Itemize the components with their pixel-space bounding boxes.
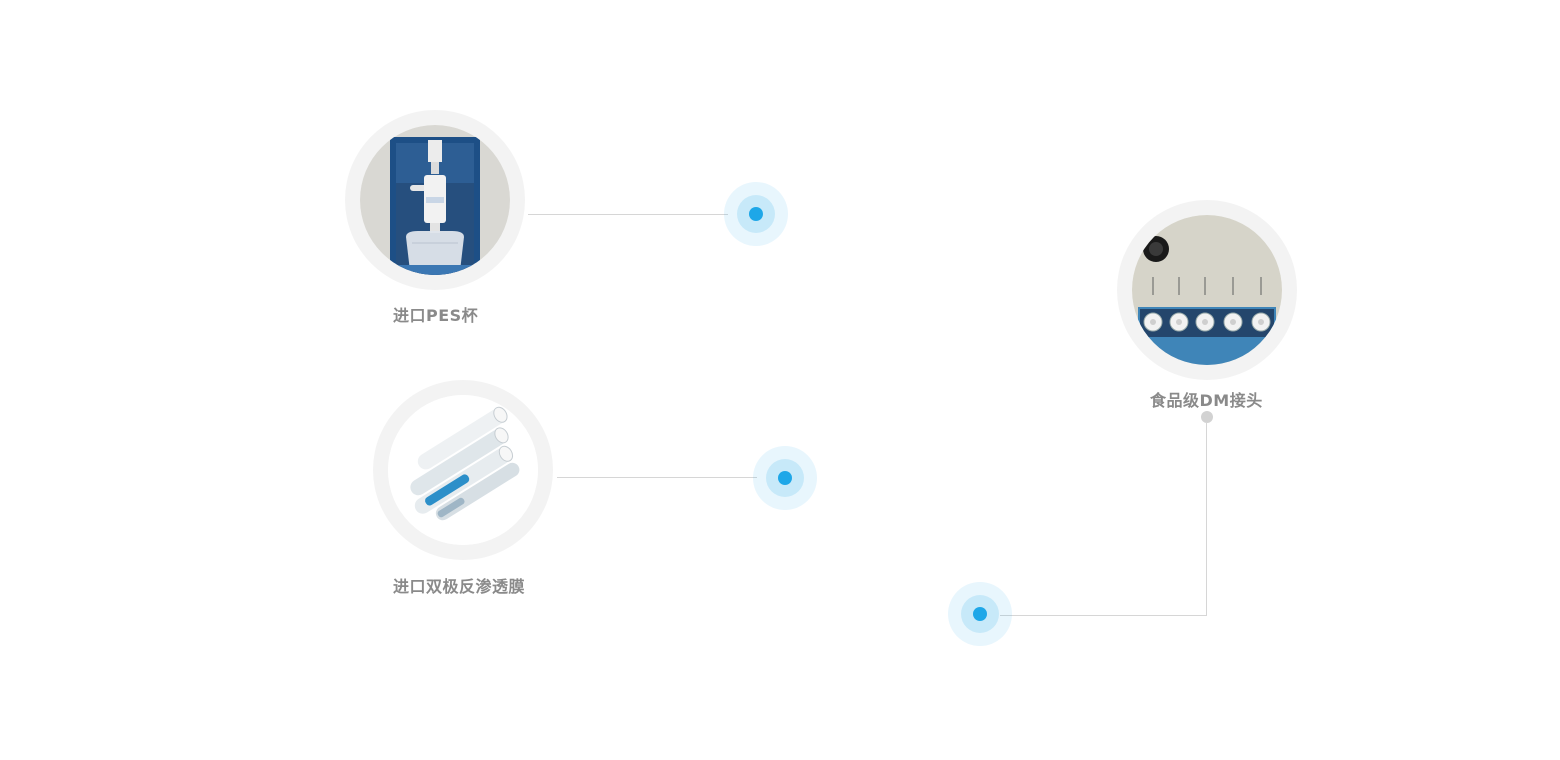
dm-connector-caption: 食品级DM接头 bbox=[1150, 391, 1263, 410]
dm-connector-photo-icon bbox=[1132, 215, 1282, 365]
hotspot-dot-icon bbox=[749, 207, 763, 221]
pes-cup-connector-line bbox=[528, 214, 728, 215]
dm-connector-hotspot[interactable] bbox=[948, 582, 1012, 646]
pes-cup-badge bbox=[345, 110, 525, 290]
dm-connector-badge bbox=[1117, 200, 1297, 380]
pes-cup-photo-icon bbox=[360, 125, 510, 275]
ro-membrane-hotspot[interactable] bbox=[753, 446, 817, 510]
hotspot-dot-icon bbox=[973, 607, 987, 621]
dm-connector-connector-vertical bbox=[1206, 422, 1207, 616]
dm-connector-connector-horizontal bbox=[1000, 615, 1207, 616]
pes-cup-caption: 进口PES杯 bbox=[393, 306, 479, 325]
dm-connector-node-dot bbox=[1201, 411, 1213, 423]
hotspot-dot-icon bbox=[778, 471, 792, 485]
pes-cup-hotspot[interactable] bbox=[724, 182, 788, 246]
ro-membrane-badge bbox=[373, 380, 553, 560]
ro-membrane-connector-line bbox=[557, 477, 757, 478]
ro-membrane-photo-icon bbox=[388, 395, 538, 545]
ro-membrane-caption: 进口双极反渗透膜 bbox=[393, 577, 526, 596]
